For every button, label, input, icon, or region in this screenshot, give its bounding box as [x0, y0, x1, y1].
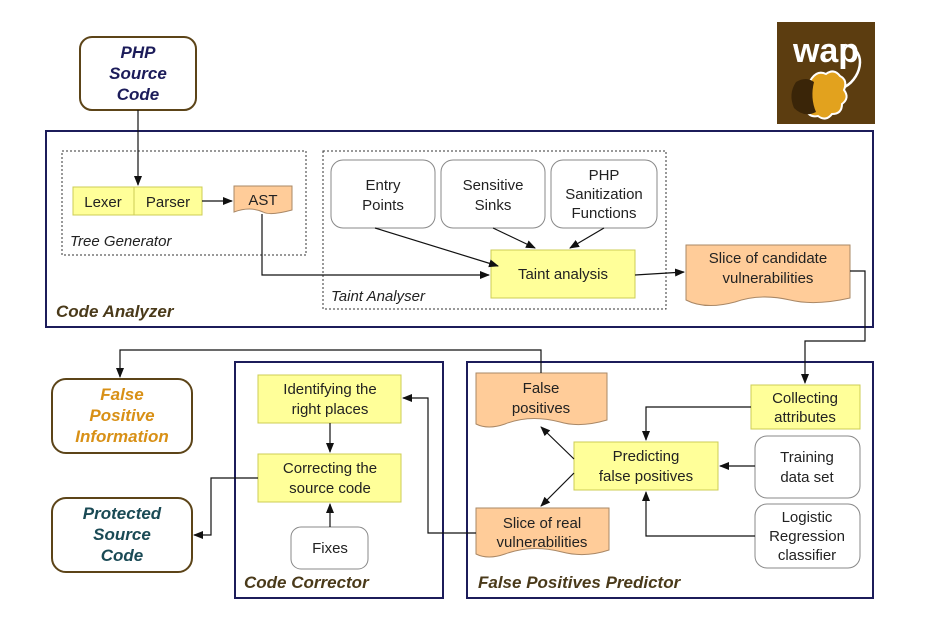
logistic-line-2: Regression [769, 528, 845, 545]
ast-label: AST [248, 192, 277, 209]
edge-sinks-to-taint [492, 227, 536, 249]
training-line-1: Training [780, 449, 834, 466]
edge-correcting-to-protected [193, 477, 258, 539]
code-corrector-title: Code Corrector [244, 573, 370, 592]
logistic-line-1: Logistic [782, 509, 833, 526]
lexer-box [72, 186, 135, 216]
false-positive-info-node: False Positive Information [51, 378, 193, 454]
edge-predicting-to-fp [540, 426, 575, 460]
training-box [754, 435, 861, 499]
php-source-line-2: Source [109, 64, 167, 83]
edge-logistic-to-predicting [642, 491, 755, 537]
wap-logo: wap [777, 22, 875, 124]
entry-points-line-1: Entry [365, 177, 401, 194]
taint-analysis-label: Taint analysis [518, 266, 608, 283]
edge-predicting-to-slice-real [540, 472, 575, 507]
taint-analysis-box [490, 249, 636, 299]
protected-line-3: Code [101, 546, 144, 565]
identifying-box [257, 374, 402, 424]
collecting-line-2: attributes [774, 409, 836, 426]
training-line-2: data set [780, 469, 834, 486]
edge-collecting-to-predicting [642, 406, 751, 441]
slice-real-node [475, 507, 610, 558]
predicting-line-1: Predicting [613, 448, 680, 465]
php-sanitization-line-3: Functions [571, 205, 636, 222]
slice-candidate-line-2: vulnerabilities [723, 270, 814, 287]
fp-info-line-3: Information [75, 427, 169, 446]
sensitive-sinks-line-2: Sinks [475, 197, 512, 214]
lexer-label: Lexer [84, 194, 122, 211]
edge-slice-to-collecting [801, 270, 866, 384]
ast-node [233, 185, 293, 215]
fpp-title: False Positives Predictor [478, 573, 682, 592]
edge-entry-to-taint [374, 227, 499, 268]
php-sanitization-line-2: Sanitization [565, 186, 643, 203]
edge-taint-to-slice [634, 268, 685, 277]
code-analyzer-container [45, 130, 874, 328]
predicting-box [573, 441, 719, 491]
php-source-code-node: PHP Source Code [79, 36, 197, 111]
correcting-line-1: Correcting the [283, 460, 377, 477]
fp-info-line-2: Positive [89, 406, 154, 425]
collecting-line-1: Collecting [772, 390, 838, 407]
slice-real-line-1: Slice of real [503, 515, 581, 532]
false-positives-node [475, 372, 608, 428]
protected-line-1: Protected [83, 504, 162, 523]
parser-label: Parser [146, 194, 190, 211]
slice-real-line-2: vulnerabilities [497, 534, 588, 551]
slice-candidate-line-1: Slice of candidate [709, 250, 827, 267]
false-positives-line-2: positives [512, 400, 570, 417]
edge-sanitization-to-taint [569, 227, 605, 249]
sensitive-sinks-box [440, 159, 546, 229]
fp-info-line-1: False [100, 385, 143, 404]
code-corrector-container [234, 361, 444, 599]
identifying-line-1: Identifying the [283, 381, 376, 398]
logistic-line-3: classifier [778, 547, 836, 564]
taint-analyser-label: Taint Analyser [331, 288, 426, 305]
edge-ast-to-taint [261, 214, 490, 279]
edge-fp-to-info [116, 349, 542, 378]
php-source-line-3: Code [117, 85, 160, 104]
tree-generator-label: Tree Generator [70, 233, 172, 250]
tree-generator-box [61, 150, 307, 256]
code-analyzer-title: Code Analyzer [56, 302, 175, 321]
correcting-line-2: source code [289, 480, 371, 497]
fpp-container [466, 361, 874, 599]
php-source-line-1: PHP [121, 43, 157, 62]
false-positives-line-1: False [523, 380, 560, 397]
entry-points-line-2: Points [362, 197, 404, 214]
correcting-box [257, 453, 402, 503]
edge-slice-real-to-identifying [402, 394, 476, 534]
predicting-line-2: false positives [599, 468, 693, 485]
slice-candidate-node [685, 244, 851, 306]
protected-line-2: Source [93, 525, 151, 544]
sensitive-sinks-line-1: Sensitive [463, 177, 524, 194]
protected-source-code-node: Protected Source Code [51, 497, 193, 573]
php-sanitization-line-1: PHP [589, 167, 620, 184]
fixes-label: Fixes [312, 540, 348, 557]
entry-points-box [330, 159, 436, 229]
taint-analyser-box [322, 150, 667, 310]
logo-text: wap [792, 32, 859, 70]
identifying-line-2: right places [292, 401, 369, 418]
collecting-box [750, 384, 861, 430]
